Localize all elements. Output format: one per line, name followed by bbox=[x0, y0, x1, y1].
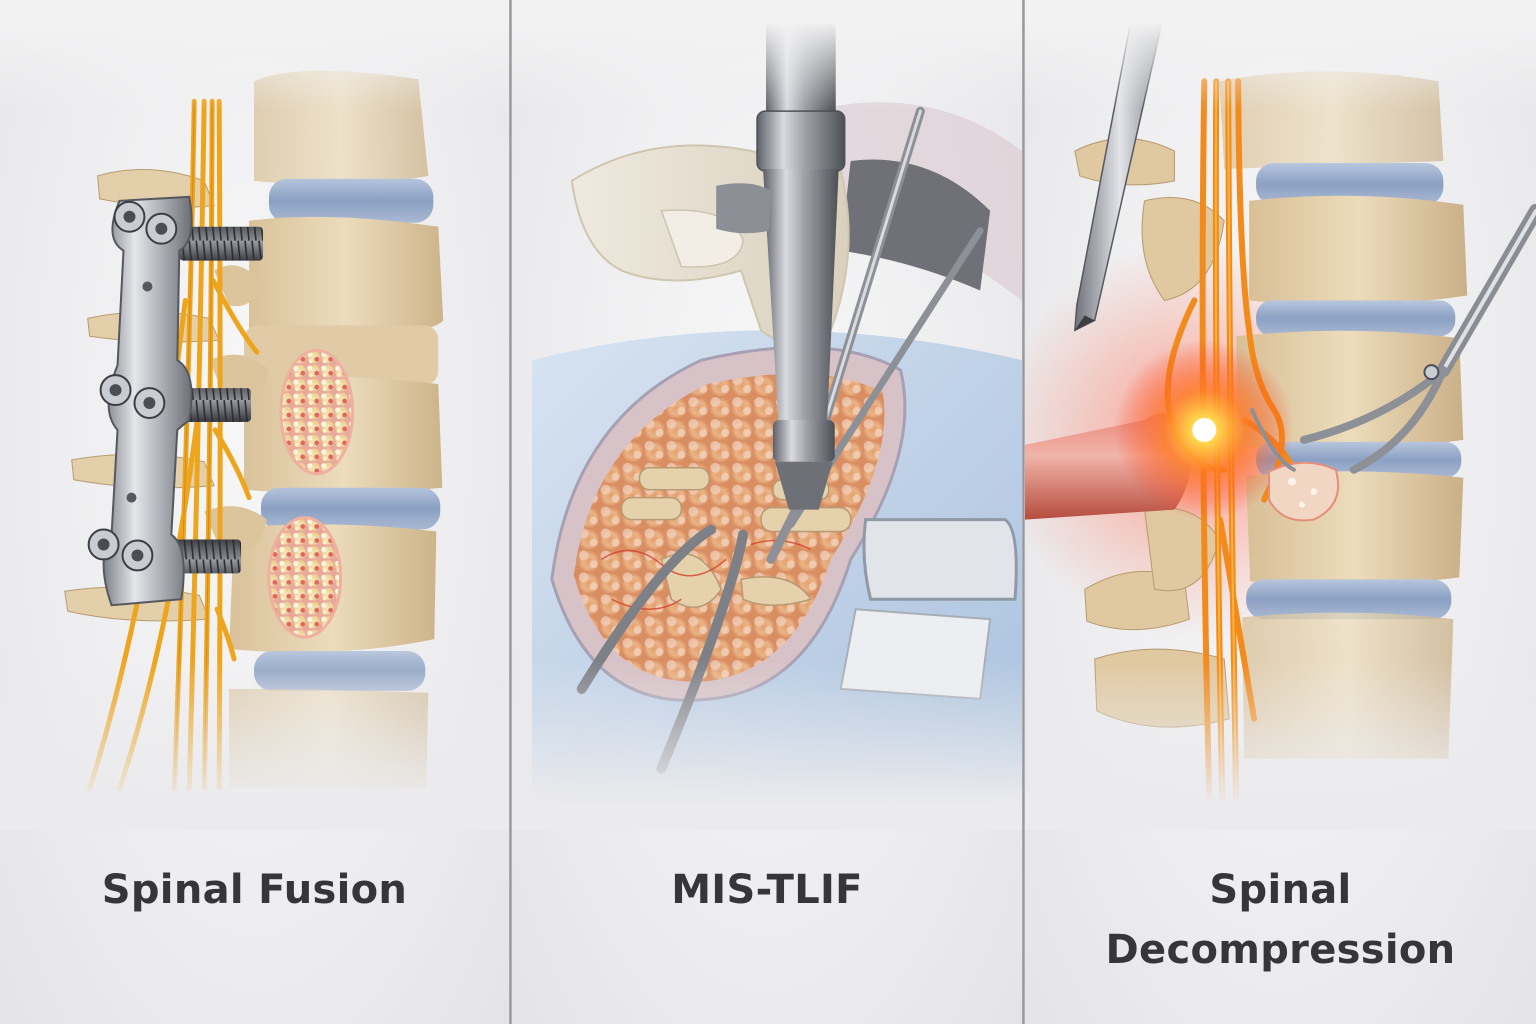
caption-line-1: Spinal bbox=[1209, 867, 1352, 913]
caption-spinal-decompression: Spinal Decompression bbox=[1025, 860, 1536, 980]
caption-mis-tlif: MIS-TLIF bbox=[671, 867, 863, 913]
top-fade bbox=[512, 0, 1022, 110]
panel-spinal-fusion: Spinal Fusion bbox=[0, 0, 509, 1024]
caption-spinal-fusion: Spinal Fusion bbox=[101, 867, 408, 913]
panel-mis-tlif: MIS-TLIF bbox=[512, 0, 1022, 1024]
bottom-fade bbox=[0, 660, 509, 830]
caption-line-2: Decompression bbox=[1105, 927, 1456, 973]
bottom-fade bbox=[512, 660, 1022, 830]
panel-divider bbox=[1022, 0, 1025, 1024]
panel-divider bbox=[509, 0, 512, 1024]
panel-spinal-decompression: Spinal Decompression bbox=[1025, 0, 1536, 1024]
bottom-fade bbox=[1025, 660, 1536, 830]
top-fade bbox=[1025, 0, 1536, 110]
top-fade bbox=[0, 0, 509, 110]
